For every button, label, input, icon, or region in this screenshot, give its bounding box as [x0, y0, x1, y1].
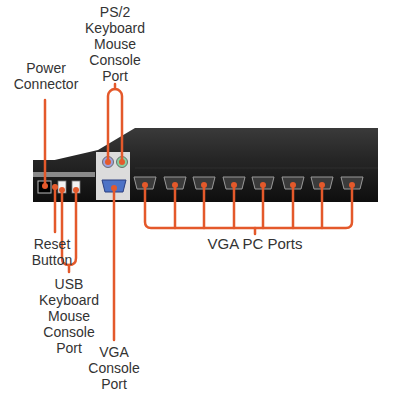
leader-dots [42, 159, 355, 193]
device-front [33, 160, 378, 202]
callout-label: Reset Button [24, 236, 80, 268]
callout-label: VGA PC Ports [190, 236, 320, 252]
callout-label: VGA Console Port [82, 344, 146, 392]
vga-pc-ports [134, 177, 363, 189]
callout-label: Power Connector [8, 60, 84, 92]
label-strip [33, 172, 95, 177]
callout-label: USB Keyboard Mouse Console Port [34, 276, 104, 356]
panel-edge [135, 168, 378, 169]
vga-console-port [102, 180, 126, 192]
reset-button [53, 185, 58, 190]
usb-port [58, 181, 66, 193]
callout-label: PS/2 Keyboard Mouse Console Port [80, 4, 150, 84]
usb-port [72, 181, 80, 193]
